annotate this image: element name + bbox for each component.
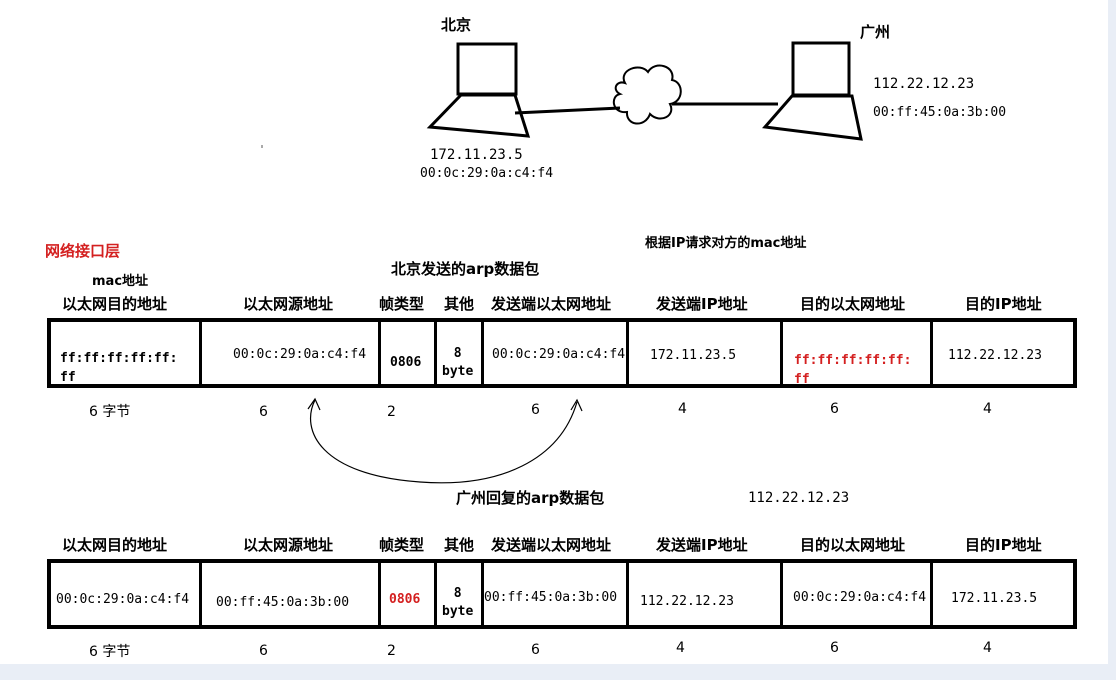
frame1-size: 6: [531, 402, 540, 418]
cell-divider: [626, 559, 629, 629]
frame2-cell-dest-mac: 00:0c:29:0a:c4:f4: [56, 592, 190, 607]
frame1-header: 发送端IP地址: [656, 295, 748, 313]
frame2-size: 6: [531, 642, 540, 658]
cell-divider: [199, 559, 202, 629]
frame2-size: 2: [387, 643, 396, 659]
cloud-icon: [612, 64, 682, 125]
frame1-header: 目的IP地址: [965, 295, 1042, 313]
frame1-header: 以太网目的地址: [62, 295, 168, 313]
frame1-header: 其他: [444, 295, 475, 313]
cell-divider: [930, 318, 933, 388]
cell-divider: [780, 318, 783, 388]
frame1-size: 6: [830, 401, 839, 417]
cell-divider: [780, 559, 783, 629]
frame1-cell-other: 8 byte: [442, 346, 474, 379]
cell-divider: [481, 559, 484, 629]
frame2-header: 发送端以太网地址: [491, 536, 612, 554]
cell-divider: [378, 559, 381, 629]
frame2-aside-ip: 112.22.12.23: [748, 490, 850, 506]
frame2-size: 6: [830, 640, 839, 656]
cell-divider: [434, 318, 437, 388]
arrowhead-left: [307, 397, 321, 411]
frame1-size: 2: [387, 404, 396, 420]
beijing-computer-icon: [426, 42, 531, 138]
frame2-size: 6: [259, 643, 268, 659]
frame1-cell-type: 0806: [390, 355, 422, 370]
frame1-cell-sender-ip: 172.11.23.5: [650, 348, 737, 363]
frame1-cell-dest-mac: ff:ff:ff:ff:ff: ff: [60, 351, 178, 385]
frame1-cell-src-mac: 00:0c:29:0a:c4:f4: [233, 347, 367, 362]
cell-divider: [626, 318, 629, 388]
cell-divider: [434, 559, 437, 629]
frame1-size: 4: [983, 401, 992, 417]
frame2-cell-type: 0806: [389, 592, 421, 607]
right-edge-strip: [1108, 0, 1116, 680]
frame2-cell-other: 8 byte: [442, 586, 474, 619]
frame1-cell-target-ip: 112.22.12.23: [948, 348, 1042, 363]
frame2-header: 帧类型: [379, 536, 425, 554]
beijing-mac: 00:0c:29:0a:c4:f4: [420, 166, 554, 181]
frame2-header: 以太网目的地址: [62, 536, 168, 554]
city-guangzhou: 广州: [860, 23, 891, 41]
cell-divider: [481, 318, 484, 388]
frame1-cell-target-mac: ff:ff:ff:ff:ff: ff: [794, 353, 912, 387]
frame1-size: 6: [259, 404, 268, 420]
guangzhou-computer-icon: [762, 41, 863, 141]
frame2-size: 4: [983, 640, 992, 656]
guangzhou-mac: 00:ff:45:0a:3b:00: [873, 105, 1007, 120]
frame2-header: 以太网源地址: [243, 536, 334, 554]
frame1-cell-sender-mac: 00:0c:29:0a:c4:f4: [492, 347, 626, 362]
guangzhou-ip: 112.22.12.23: [873, 76, 975, 92]
frame1-size: 6 字节: [89, 404, 131, 420]
frame2-cell-src-mac: 00:ff:45:0a:3b:00: [216, 595, 350, 610]
frame2-header: 目的以太网地址: [800, 536, 906, 554]
frame1-title: 北京发送的arp数据包: [391, 260, 540, 278]
frame1-header: 帧类型: [379, 295, 425, 313]
arrowhead-right: [570, 398, 583, 412]
frame2-header: 发送端IP地址: [656, 536, 748, 554]
frame1-header: 以太网源地址: [243, 295, 334, 313]
cell-divider: [199, 318, 202, 388]
mac-label: mac地址: [92, 274, 149, 289]
cell-divider: [378, 318, 381, 388]
link-line: [514, 102, 778, 115]
frame1-size: 4: [678, 401, 687, 417]
frame1-header: 目的以太网地址: [800, 295, 906, 313]
frame2-header: 目的IP地址: [965, 536, 1042, 554]
frame2-cell-target-mac: 00:0c:29:0a:c4:f4: [793, 590, 927, 605]
frame2-size: 4: [676, 640, 685, 656]
frame2-cell-sender-ip: 112.22.12.23: [640, 594, 734, 609]
frame2-cell-sender-mac: 00:ff:45:0a:3b:00: [484, 590, 618, 605]
city-beijing: 北京: [441, 16, 472, 34]
cell-divider: [930, 559, 933, 629]
bottom-edge-strip: [0, 664, 1116, 680]
layer-title: 网络接口层: [45, 242, 121, 260]
frame2-header: 其他: [444, 536, 475, 554]
frame2-cell-target-ip: 172.11.23.5: [951, 591, 1038, 606]
request-note: 根据IP请求对方的mac地址: [645, 236, 807, 251]
frame2-size: 6 字节: [89, 644, 131, 660]
frame2-row: [47, 559, 1077, 629]
frame2-title: 广州回复的arp数据包: [456, 489, 605, 507]
frame1-header: 发送端以太网地址: [491, 295, 612, 313]
frame1-row: [47, 318, 1077, 388]
beijing-ip: 172.11.23.5: [430, 147, 523, 163]
